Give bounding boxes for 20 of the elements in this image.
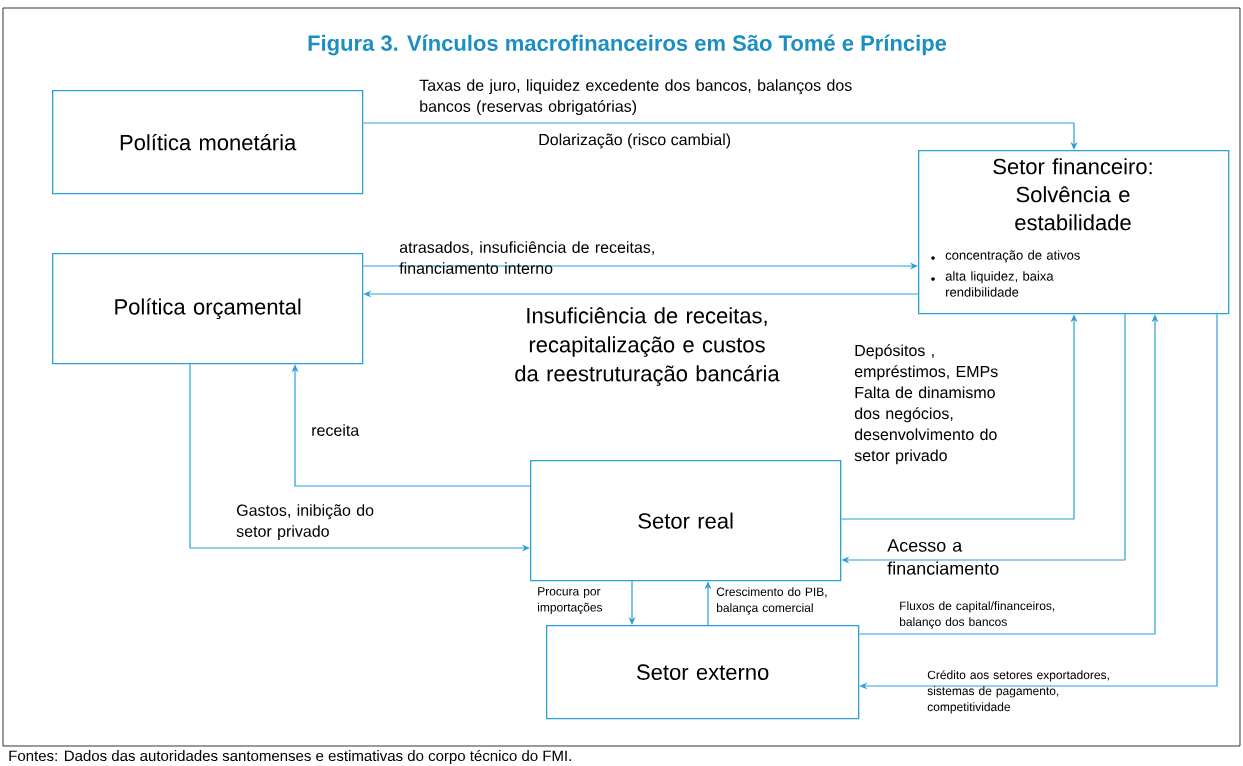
process-box: Política orçamental (52, 253, 364, 365)
edge-label: Gastos, inibição do setor privado (236, 504, 374, 541)
process-box: Setor externo (546, 625, 860, 720)
edge-label: Insuficiência de receitas, recapitalização e custos da reestruturação bancária (515, 307, 780, 386)
caption: Fontes: Dados das autoridades santomenses e estimativas do corpo técnico do FMI. (9, 749, 571, 765)
process-box: Setor real (530, 460, 842, 582)
edge-label: Acesso a financiamento (887, 539, 999, 575)
title: Figura 3. Vínculos macrofinanceiros em São Tomé e Príncipe (308, 34, 947, 56)
edge-label: Procura por importações (538, 587, 603, 614)
edge-label: Taxas de juro, liquidez excedente dos bancos, balanços dos bancos (reservas obrigatórias) (419, 79, 852, 116)
edge-label: Crédito aos setores exportadores, sistemas de pagamento, competitividade (927, 670, 1109, 714)
edge-label: Fluxos de capital/financeiros, balanço dos bancos (899, 601, 1055, 629)
arrow (362, 122, 1078, 150)
edge-label: atrasados, insuficiência de receitas, financiamento interno (399, 241, 654, 274)
note-text: Dolarização (risco cambial) (539, 133, 731, 149)
process-box: Política monetária (52, 90, 364, 195)
edge-label: Depósitos , empréstimos, EMPs Falta de dinamismo dos negócios, desenvolvimento do setor privado (854, 344, 998, 465)
edge-label: Crescimento do PIB, balança comercial (716, 587, 827, 615)
process-box: Setor financeiro: Solvência e estabilidade concentração de ativos alta liquidez, baixa rendibilidade (918, 150, 1230, 315)
edge-label: receita (312, 424, 360, 436)
